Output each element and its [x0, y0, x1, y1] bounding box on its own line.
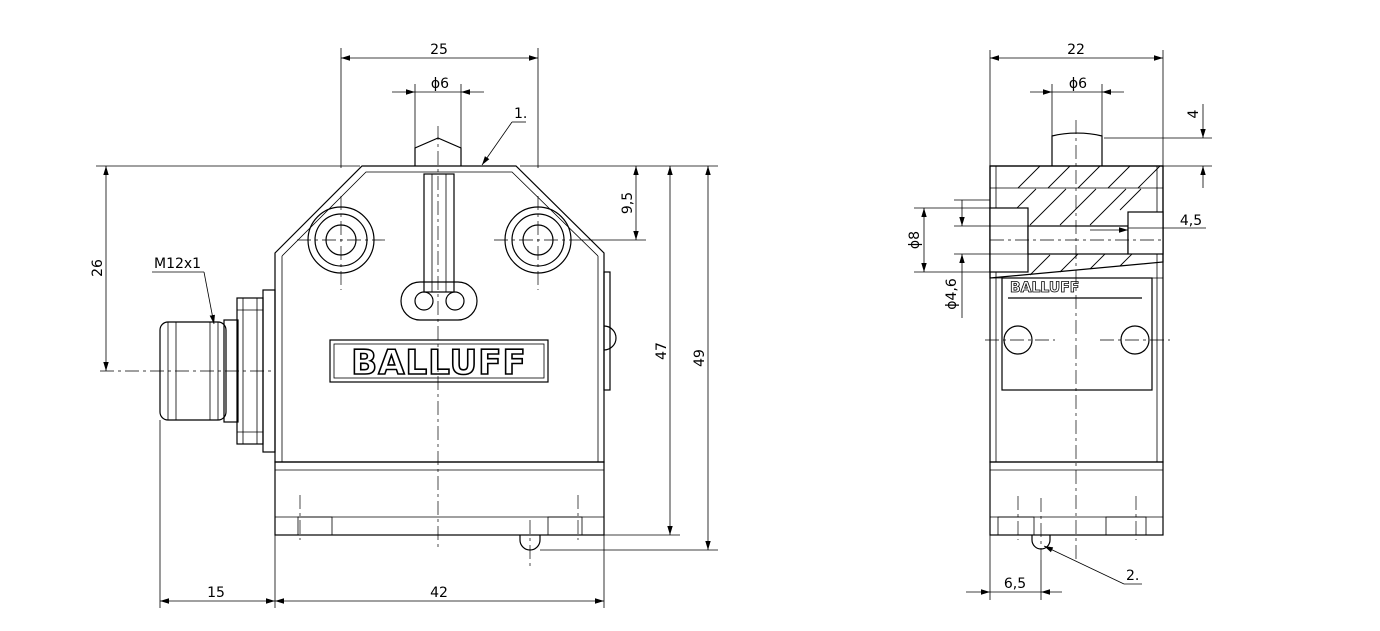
side-view: BALLUFF 22	[907, 42, 1212, 600]
dim-connector-axis-height: 26	[90, 165, 360, 371]
dim-label-42: 42	[430, 585, 448, 601]
brand-logo-text: BALLUFF	[351, 343, 526, 383]
dim-label-25: 25	[430, 42, 448, 58]
dim-plunger-diameter: ϕ6	[392, 76, 484, 148]
callout-2-label: 2.	[1126, 568, 1139, 584]
center-lines	[100, 126, 582, 570]
dim-label-26: 26	[90, 259, 106, 277]
dim-label-47: 47	[654, 342, 670, 360]
dim-led-offset: 6,5	[966, 535, 1062, 600]
dim-label-6-5: 6,5	[1004, 576, 1026, 592]
dim-hole-diameter: ϕ4,6	[944, 199, 1028, 318]
side-center-lines	[985, 120, 1170, 560]
dim-label-22: 22	[1067, 42, 1085, 58]
dim-mount-hole-height: 9,5	[520, 165, 646, 241]
balluff-logo: BALLUFF	[329, 339, 549, 384]
dim-label-phi6-side: ϕ6	[1069, 76, 1087, 92]
dim-label-phi8: ϕ8	[907, 231, 923, 249]
dim-bottom: 15 42	[159, 420, 605, 608]
callout-m12x1-label: M12x1	[154, 256, 201, 272]
dim-label-15: 15	[207, 585, 225, 601]
callout-1: 1.	[481, 106, 527, 166]
side-brand-text: BALLUFF	[1010, 280, 1079, 296]
callout-2: 2.	[1043, 545, 1142, 585]
dim-side-width: 22	[989, 42, 1164, 168]
dim-label-phi6-front: ϕ6	[431, 76, 449, 92]
dim-bore-diameter: 4,5	[1090, 213, 1206, 233]
dim-body-height: 47	[540, 165, 680, 536]
side-body: BALLUFF	[989, 132, 1164, 550]
dim-label-4-5: 4,5	[1180, 213, 1202, 229]
callout-1-label: 1.	[514, 106, 527, 122]
dim-label-9-5: 9,5	[620, 192, 636, 214]
dim-label-49: 49	[692, 349, 708, 367]
callout-m12x1: M12x1	[152, 256, 215, 325]
dim-counterbore-diameter: ϕ8	[907, 207, 990, 273]
dim-total-height: 49	[540, 165, 718, 551]
front-view: BALLUFF 25 ϕ6	[90, 42, 718, 608]
dim-plunger-height: 4	[1104, 104, 1212, 188]
dim-top-width: 25	[340, 42, 539, 168]
dim-side-plunger-diameter: ϕ6	[1030, 76, 1124, 136]
dim-label-4: 4	[1186, 109, 1202, 118]
dim-label-phi4-6: ϕ4,6	[944, 278, 960, 310]
